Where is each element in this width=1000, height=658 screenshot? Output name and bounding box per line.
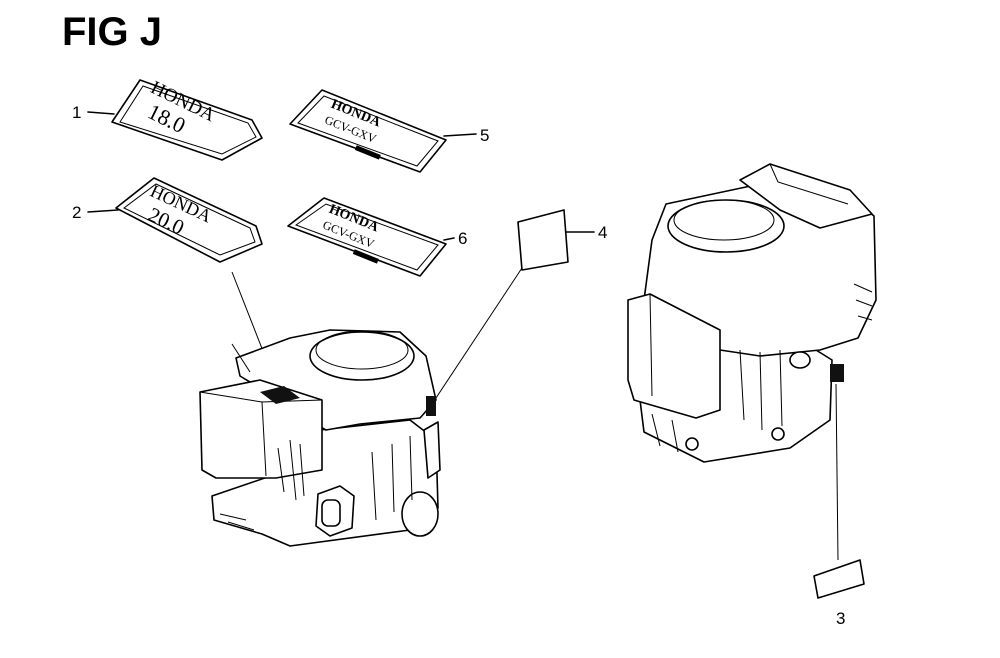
callout-3[interactable]: 3 <box>836 609 845 628</box>
label-5-plate: HONDA GCV-GXV <box>289 89 447 173</box>
figure-title: FIG J <box>62 10 162 54</box>
label-2-plate: HONDA 20.0 <box>115 177 263 263</box>
leader-line-4-to-engine <box>431 267 523 405</box>
callout-5[interactable]: 5 <box>480 126 489 145</box>
leader-line-1 <box>87 111 115 115</box>
label-1-plate: HONDA 18.0 <box>111 77 263 161</box>
callout-2[interactable]: 2 <box>72 203 81 222</box>
leader-line-2 <box>87 209 119 213</box>
callout-4[interactable]: 4 <box>598 223 607 242</box>
callout-6[interactable]: 6 <box>458 229 467 248</box>
leader-line-6 <box>443 237 455 241</box>
leader-line-3 <box>835 383 839 561</box>
label-4-sticker <box>517 209 569 271</box>
label-6-plate: HONDA GCV-GXV <box>287 197 447 277</box>
engine-right-view <box>627 163 877 463</box>
label-3-sticker <box>813 559 865 599</box>
engine-left-view <box>199 329 441 547</box>
callout-1[interactable]: 1 <box>72 103 81 122</box>
leader-line-5 <box>443 133 477 137</box>
